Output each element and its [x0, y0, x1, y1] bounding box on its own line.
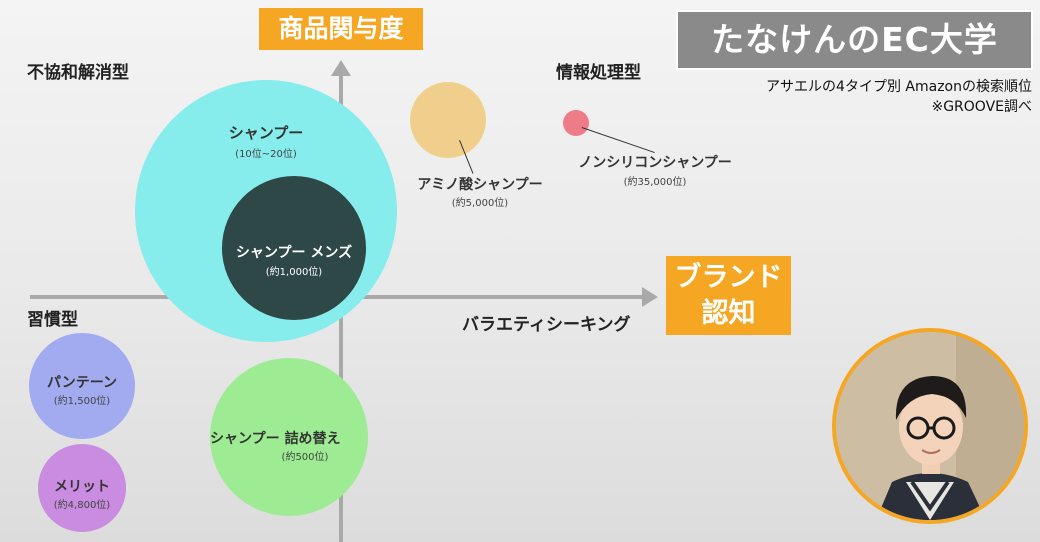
- y-axis-arrow: [331, 60, 351, 76]
- bubble-amino-shampoo: [410, 82, 486, 158]
- bubble-pantene: [29, 333, 135, 439]
- bubble-shampoo-refill-sub: (約500位): [281, 452, 329, 463]
- presenter-illustration: [836, 332, 1024, 520]
- bubble-shampoo-mens: [222, 176, 366, 320]
- bubble-shampoo-refill-label: シャンプー 詰め替え: [210, 431, 341, 447]
- bubble-non-silicone-shampoo: [563, 110, 589, 136]
- x-axis-title-line1: ブランド: [674, 261, 783, 293]
- bubble-amino-shampoo-label: アミノ酸シャンプー: [417, 177, 543, 193]
- bubble-pantene-label: パンテーン: [47, 375, 117, 391]
- bubble-non-silicone-shampoo-sub: (約35,000位): [623, 177, 687, 188]
- x-axis-title-line2: 認知: [701, 297, 756, 329]
- chart-subtitle-line2: ※GROOVE調べ: [931, 99, 1032, 115]
- bubble-shampoo-label: シャンプー: [228, 124, 304, 142]
- quadrant-bottom-left-label: 習慣型: [27, 310, 78, 330]
- quadrant-top-left-label: 不協和解消型: [27, 63, 129, 83]
- bubble-shampoo-refill: [210, 358, 368, 516]
- bubble-shampoo-mens-sub: (約1,000位): [265, 267, 323, 278]
- bubble-merit: [38, 444, 126, 532]
- channel-logo: たなけんのEC大学: [676, 10, 1033, 70]
- non-silicone-leader-line: [581, 127, 655, 154]
- bubble-merit-sub: (約4,800位): [53, 500, 111, 511]
- chart-subtitle-line1: アサエルの4タイプ別 Amazonの検索順位: [766, 79, 1032, 95]
- chart-subtitle: アサエルの4タイプ別 Amazonの検索順位 ※GROOVE調べ: [766, 77, 1032, 117]
- bubble-shampoo-sub: (10位~20位): [235, 149, 297, 160]
- quadrant-top-right-label: 情報処理型: [556, 63, 641, 83]
- presenter-avatar: [832, 328, 1028, 524]
- bubble-merit-label: メリット: [54, 479, 110, 495]
- bubble-shampoo-mens-label: シャンプー メンズ: [235, 245, 353, 261]
- bubble-non-silicone-shampoo-label: ノンシリコンシャンプー: [578, 155, 732, 171]
- y-axis-title: 商品関与度: [259, 8, 423, 50]
- x-axis-label: バラエティシーキング: [462, 315, 631, 335]
- x-axis-title: ブランド 認知: [666, 256, 791, 335]
- bubble-pantene-sub: (約1,500位): [53, 396, 111, 407]
- x-axis-arrow: [642, 287, 658, 307]
- bubble-amino-shampoo-sub: (約5,000位): [451, 198, 509, 209]
